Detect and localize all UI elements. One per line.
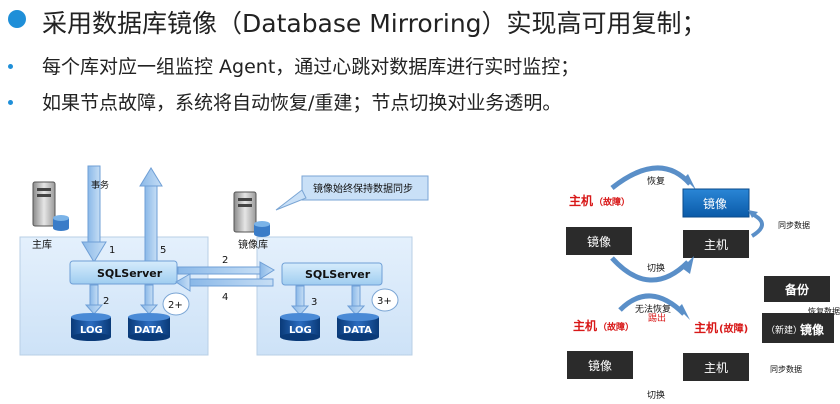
cannot-recover-label: 无法恢复 — [635, 303, 671, 315]
remove-label: 踢出 — [648, 312, 666, 324]
svg-text:LOG: LOG — [80, 325, 103, 336]
new-mirror-box — [762, 313, 834, 343]
svg-text:备份: 备份 — [784, 282, 810, 297]
step-2b: 2 — [222, 255, 228, 266]
bottom-mirror-dark-box — [567, 351, 633, 379]
primary-log-db: LOG — [71, 313, 111, 341]
svg-text:LOG: LOG — [289, 325, 312, 336]
mirror-server-icon — [233, 191, 270, 237]
svg-text:（故障）: （故障） — [594, 196, 630, 208]
mirror-sqlserver-label: SQLServer — [305, 268, 371, 281]
svg-text:事务: 事务 — [91, 179, 109, 191]
svg-text:主机: 主机 — [704, 361, 728, 375]
step-3plus: 3+ — [377, 296, 392, 307]
bottom-host-dark-box — [683, 353, 749, 381]
bottom-host-fail: 主机 — [573, 318, 597, 333]
primary-sqlserver-label: SQLServer — [97, 267, 163, 280]
top-sync-label: 同步数据 — [778, 220, 810, 230]
bullet-dot-icon — [8, 64, 13, 69]
bottom-sync-label: 同步数据 — [770, 364, 802, 374]
primary-data-db: DATA — [128, 313, 170, 341]
bullet-dot-icon — [8, 100, 13, 105]
svg-text:镜像: 镜像 — [588, 358, 612, 373]
restore-data-label: 恢复数据 — [808, 306, 840, 316]
top-switch-label: 切换 — [647, 262, 665, 274]
step-5: 5 — [160, 245, 166, 256]
svg-text:（新建）: （新建） — [766, 324, 802, 336]
top-mirror-dark-box — [566, 227, 632, 255]
svg-text:镜像: 镜像 — [800, 322, 825, 337]
svg-text:镜像: 镜像 — [587, 234, 611, 249]
bottom-switch-label: 切换 — [647, 389, 665, 401]
bullet-text-2: 如果节点故障，系统将自动恢复/重建；节点切换对业务透明。 — [42, 92, 562, 114]
step-2a: 2 — [103, 296, 109, 307]
svg-text:DATA: DATA — [134, 325, 163, 336]
mirror-data-db: DATA — [337, 313, 379, 341]
failover-top: 主机 （故障） 恢复 镜像 镜像 主机 切换 同步数据 — [566, 165, 810, 283]
title-bullet-icon — [8, 10, 26, 28]
page-title: 采用数据库镜像（Database Mirroring）实现高可用复制； — [42, 9, 707, 38]
svg-text:镜像: 镜像 — [703, 196, 727, 211]
callout-text: 镜像始终保持数据同步 — [313, 182, 413, 195]
step-1: 1 — [109, 245, 115, 256]
bottom-host-fail-2: 主机 — [694, 320, 718, 335]
step-2plus: 2+ — [168, 300, 183, 311]
sync-callout: 镜像始终保持数据同步 — [275, 175, 429, 211]
mirror-label: 镜像库 — [238, 238, 268, 251]
failover-bottom: 主机 （故障） 无法恢复 踢出 主机 (故障) 镜像 主机 切换 同步数据 备份… — [567, 276, 840, 401]
primary-sqlserver-box — [69, 260, 178, 285]
ack-arrow — [175, 273, 274, 292]
top-recover-label: 恢复 — [647, 175, 665, 187]
mirror-log-db: LOG — [280, 313, 320, 341]
backup-box — [764, 276, 830, 302]
top-host-fail: 主机 — [569, 193, 593, 208]
primary-label: 主库 — [32, 238, 52, 251]
transaction-arrow: 事务 — [81, 165, 109, 263]
top-mirror-blue-box — [682, 188, 750, 218]
top-host-dark-box — [683, 230, 749, 258]
step-3: 3 — [311, 297, 317, 308]
step-4: 4 — [222, 292, 228, 303]
svg-text:主机: 主机 — [704, 238, 728, 252]
svg-text:DATA: DATA — [343, 325, 372, 336]
svg-text:（故障）: （故障） — [598, 321, 634, 333]
bullet-text-1: 每个库对应一组监控 Agent，通过心跳对数据库进行实时监控； — [42, 56, 580, 78]
svg-text:(故障): (故障) — [719, 322, 748, 335]
mirror-sqlserver-box — [281, 262, 383, 286]
replication-arrow — [177, 261, 275, 280]
primary-server-icon — [32, 181, 69, 231]
